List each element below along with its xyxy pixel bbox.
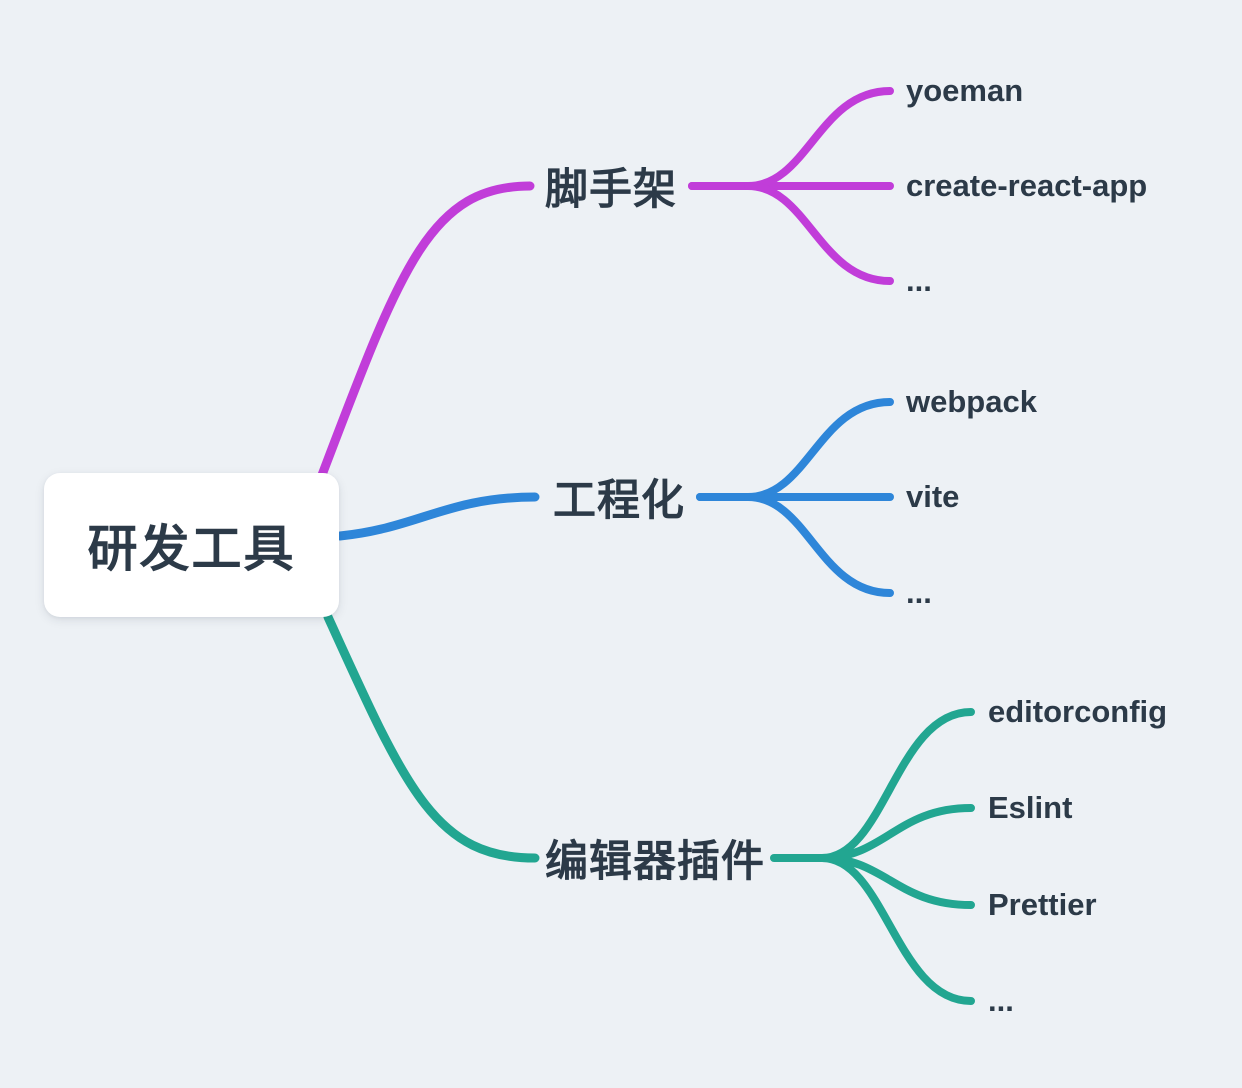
connector-path	[323, 612, 540, 863]
connector-path	[317, 181, 535, 480]
root-node[interactable]: 研发工具	[44, 473, 339, 617]
connector-path	[335, 492, 540, 541]
child-node[interactable]: Prettier	[988, 887, 1097, 922]
child-node[interactable]: webpack	[906, 384, 1037, 419]
connector-path	[744, 398, 894, 501]
child-node[interactable]: ...	[906, 575, 932, 610]
child-node[interactable]: yoeman	[906, 73, 1024, 108]
branch-node-editor-plugins[interactable]: 编辑器插件	[545, 838, 765, 886]
child-node[interactable]: Eslint	[988, 790, 1073, 825]
child-node[interactable]: create-react-app	[906, 168, 1148, 203]
child-node[interactable]: vite	[906, 479, 960, 514]
child-node[interactable]: ...	[988, 983, 1014, 1018]
connector-path	[744, 493, 894, 597]
branch-node-engineering[interactable]: 工程化	[553, 477, 685, 525]
child-node[interactable]: ...	[906, 263, 932, 298]
connector-path	[744, 182, 894, 285]
connector-path	[744, 87, 894, 190]
child-node[interactable]: editorconfig	[988, 694, 1168, 729]
connector-path	[818, 708, 975, 862]
branch-node-scaffold[interactable]: 脚手架	[545, 166, 677, 214]
connector-path	[818, 854, 975, 1005]
root-node-label: 研发工具	[87, 521, 296, 577]
